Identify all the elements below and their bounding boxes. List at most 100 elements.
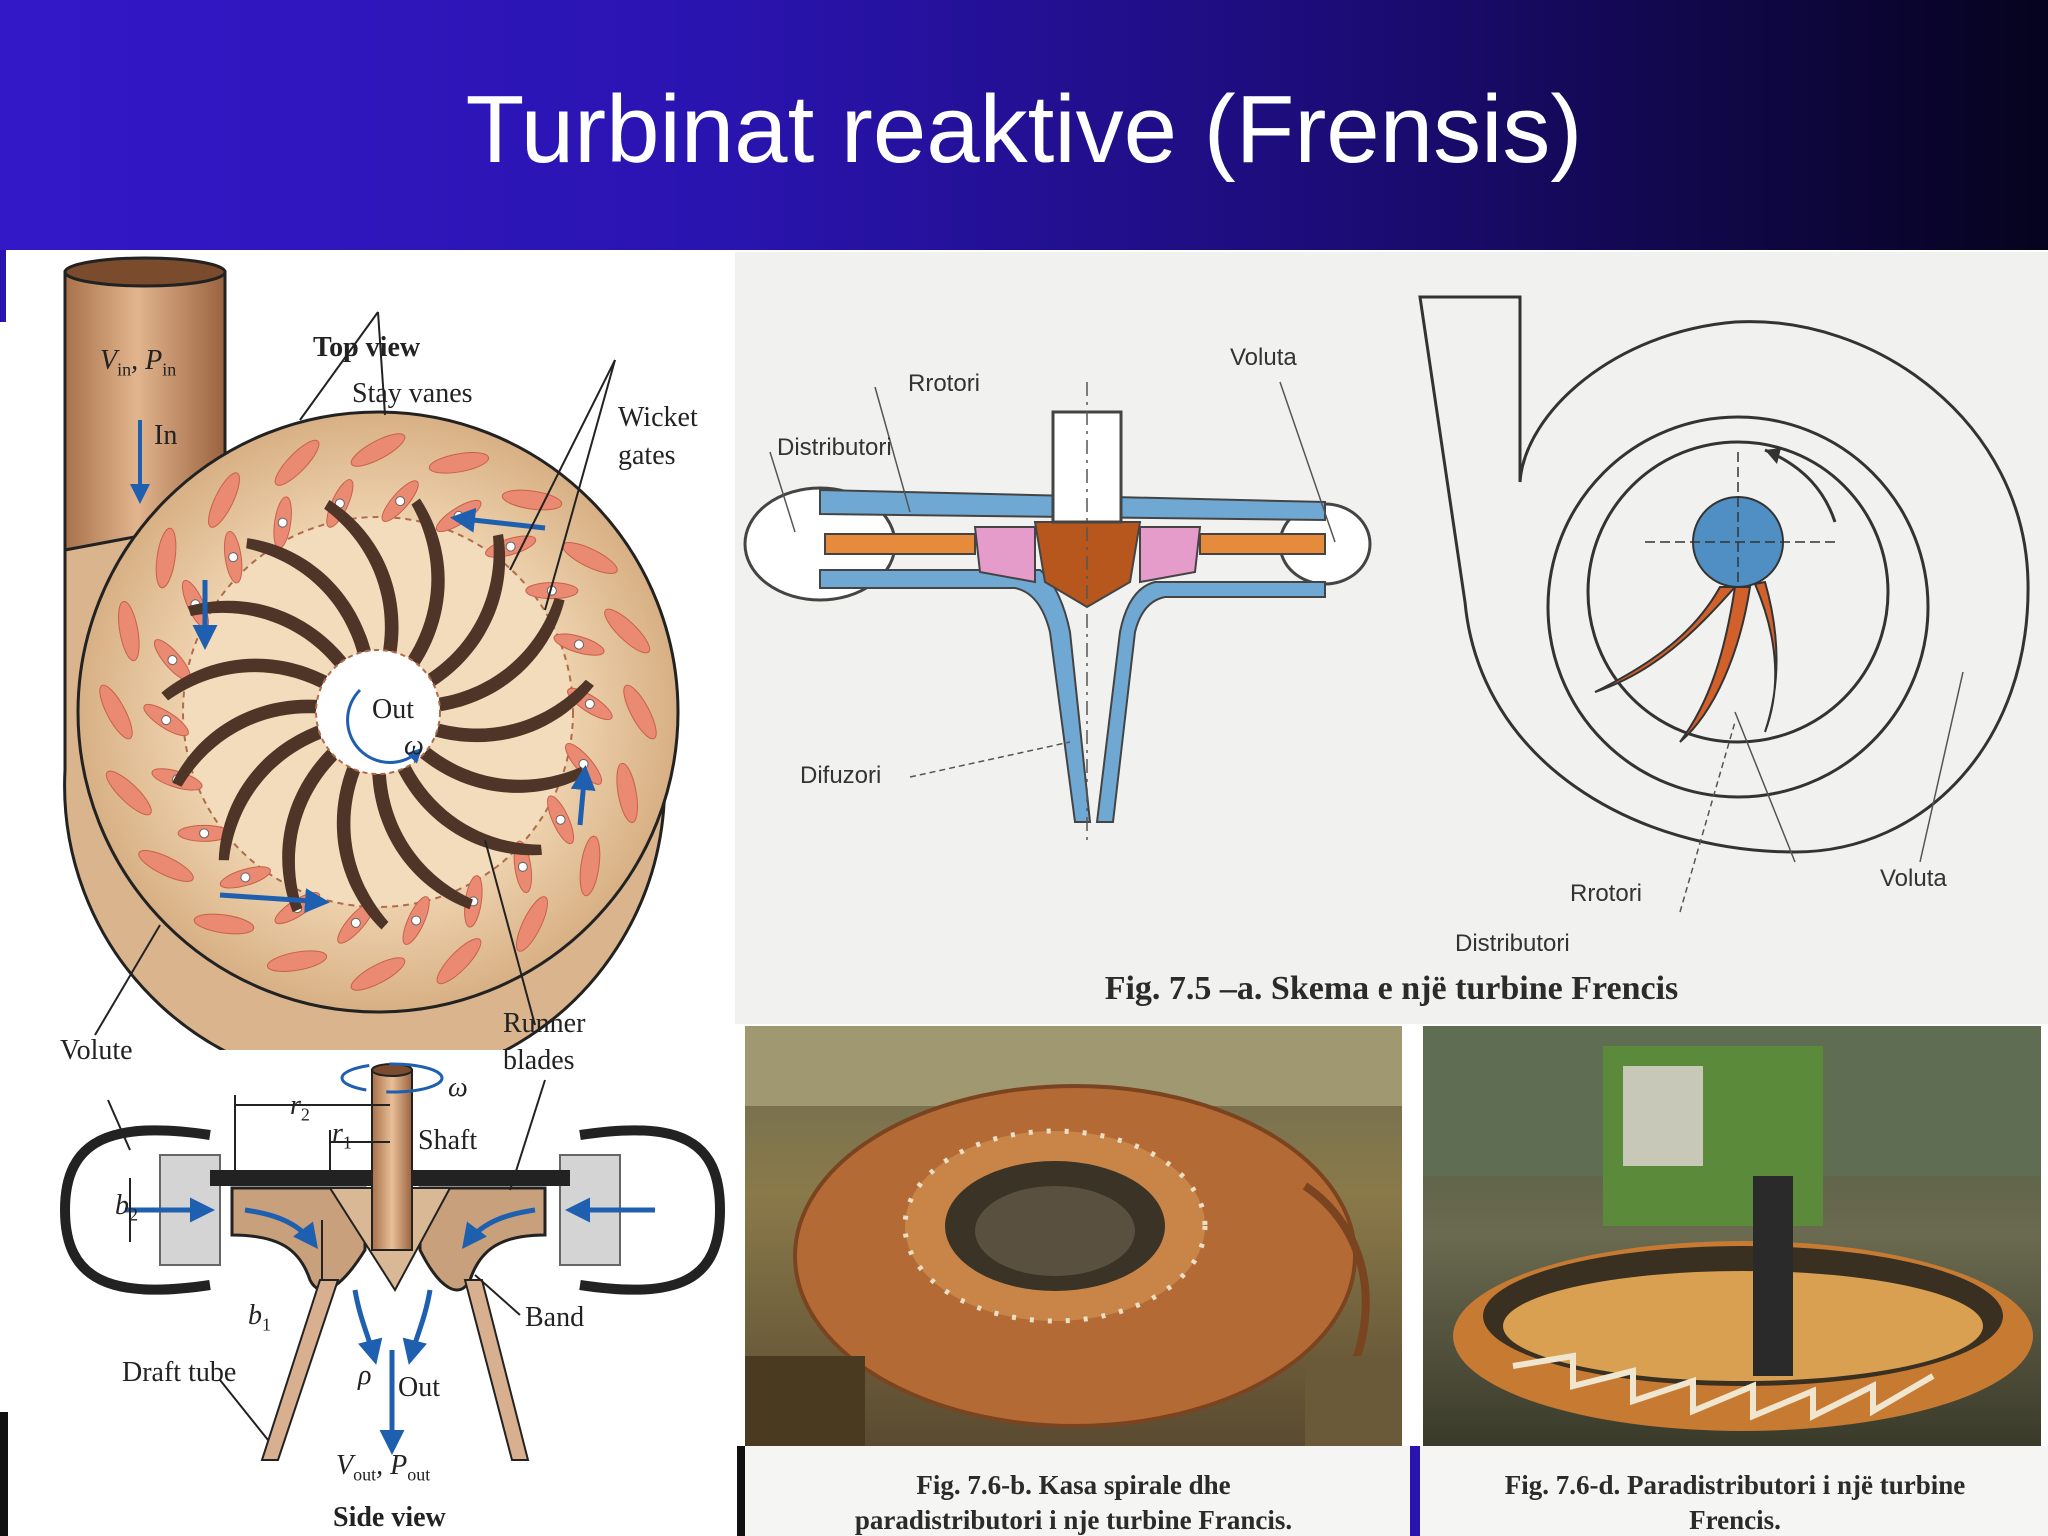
turbine-side-view-diagram <box>59 1062 726 1461</box>
wicket-gate <box>547 795 575 845</box>
stay-vane-shape <box>99 684 133 740</box>
rho-label: ρ <box>358 1360 372 1391</box>
leader-band <box>474 1274 521 1316</box>
distributori-bottom-label: Distributori <box>1455 930 1570 957</box>
runner-blade <box>418 747 586 793</box>
stay-vane <box>604 608 651 654</box>
in-label: In <box>154 420 178 451</box>
runner-blade <box>438 597 565 712</box>
wicket-gate-pivot <box>228 552 239 563</box>
stay-ring-photo <box>1423 1026 2041 1431</box>
runner-blades-group <box>161 498 594 930</box>
spiral-blade-1 <box>1594 586 1738 693</box>
r2-label: r2 <box>290 1090 310 1125</box>
stay-vane-shape <box>350 957 406 991</box>
wicket-gate-pivot <box>161 715 172 726</box>
stay-vane <box>428 452 490 474</box>
stay-vane <box>579 835 601 897</box>
runner-blade-shape <box>397 765 542 856</box>
stay-vane <box>118 600 140 662</box>
spiral-blade-3 <box>1753 580 1778 733</box>
rrotori-bottom-label: Rrotori <box>1570 880 1643 907</box>
r1-label: r1 <box>332 1118 352 1153</box>
runner-blade-shape <box>161 658 329 701</box>
runner-blade-shape <box>324 500 399 655</box>
wicket-gate-pivot <box>167 655 178 666</box>
runner-blade-shape <box>372 772 473 910</box>
leader-runner <box>484 839 536 1026</box>
outflow-right <box>402 1289 433 1365</box>
spiral-casing-photo <box>745 1026 1402 1446</box>
wicket-gate <box>273 496 292 549</box>
stay-vane-shape <box>428 452 490 474</box>
wicket-gate-pivot <box>411 915 422 926</box>
wicket-gate-pivot <box>555 814 566 825</box>
stay-vane-shape <box>193 913 255 935</box>
spiral-blade-2 <box>1679 586 1752 743</box>
stay-vane-shape <box>105 770 152 816</box>
spiral-ring-3 <box>1586 440 1890 744</box>
shaft <box>371 1069 413 1251</box>
stay-vane-shape <box>118 600 140 662</box>
photo-d-caption-line2: Frencis. <box>1689 1505 1781 1535</box>
runner-blade-right <box>1139 526 1202 584</box>
distributori-left-label: Distributori <box>777 434 892 461</box>
b1-label: b1 <box>248 1300 271 1335</box>
turbine-top-view-diagram <box>63 256 680 1050</box>
flow-arrow-top <box>450 507 546 533</box>
stay-vane <box>138 850 194 882</box>
wicket-gate <box>381 480 419 522</box>
leader-voluta <box>1279 381 1336 543</box>
out-center-label: Out <box>372 694 414 725</box>
wicket-gate <box>337 902 375 944</box>
schematic-panel <box>735 252 2048 1024</box>
wicket-gate <box>219 866 271 889</box>
wicket-gate-pivot <box>573 639 584 650</box>
stay-vane-shape <box>350 433 406 467</box>
inlet-pipe-opening <box>63 256 227 288</box>
leader-distributori-bottom <box>1679 721 1736 913</box>
distributor-band-left <box>824 533 976 555</box>
wicket-gate <box>223 530 243 584</box>
draft-tube-right <box>463 1279 530 1461</box>
lower-casing-right <box>1095 581 1326 823</box>
title-bar <box>0 0 2048 250</box>
runner-blade <box>161 658 329 701</box>
outlet-velocity-label: Vout, Pout <box>336 1450 431 1485</box>
spiral-ring-2 <box>1546 415 1930 799</box>
francis-schematic-drawing <box>743 295 2030 913</box>
photo-b-caption-line2: paradistributori i nje turbine Francis. <box>854 1505 1293 1535</box>
stay-vane-shape <box>274 439 320 486</box>
leader-wicket-2 <box>544 359 616 611</box>
stay-vane <box>208 472 240 528</box>
slide-title: Turbinat reaktive (Frensis) <box>465 76 1583 183</box>
photo-spiral-casing <box>745 1026 1402 1446</box>
top-view-label: Top view <box>313 332 421 363</box>
distributor-band-right <box>1199 533 1326 555</box>
band-label: Band <box>525 1302 585 1333</box>
difuzori-label: Difuzori <box>800 762 882 789</box>
runner-blade <box>336 764 389 930</box>
stay-vane-shape <box>208 472 240 528</box>
flow-arrow-bottom <box>219 888 330 914</box>
wicket-gate-pivot <box>199 828 210 839</box>
outlet-hole <box>315 649 441 775</box>
volute-label: Volute <box>60 1035 133 1066</box>
side-runner-arrow-right <box>461 1207 536 1249</box>
stay-vane <box>155 527 177 589</box>
wicket-gate <box>464 875 483 928</box>
gates-label: gates <box>618 440 676 471</box>
leader-distributori <box>769 451 796 533</box>
voluta-top-label: Voluta <box>1230 344 1297 371</box>
left-bottom-accent <box>0 1412 8 1536</box>
wicket-gate <box>525 582 579 600</box>
leader-runner-side <box>509 1079 546 1191</box>
rrotori-top-label: Rrotori <box>908 370 981 397</box>
runner-blade <box>397 765 542 856</box>
blades-label: blades <box>503 1045 575 1076</box>
wicket-label: Wicket <box>618 402 698 433</box>
stay-vane <box>193 913 255 935</box>
leader-volute-side <box>107 1099 131 1151</box>
flow-arrow-right <box>570 765 596 826</box>
wicket-gate <box>553 633 605 656</box>
